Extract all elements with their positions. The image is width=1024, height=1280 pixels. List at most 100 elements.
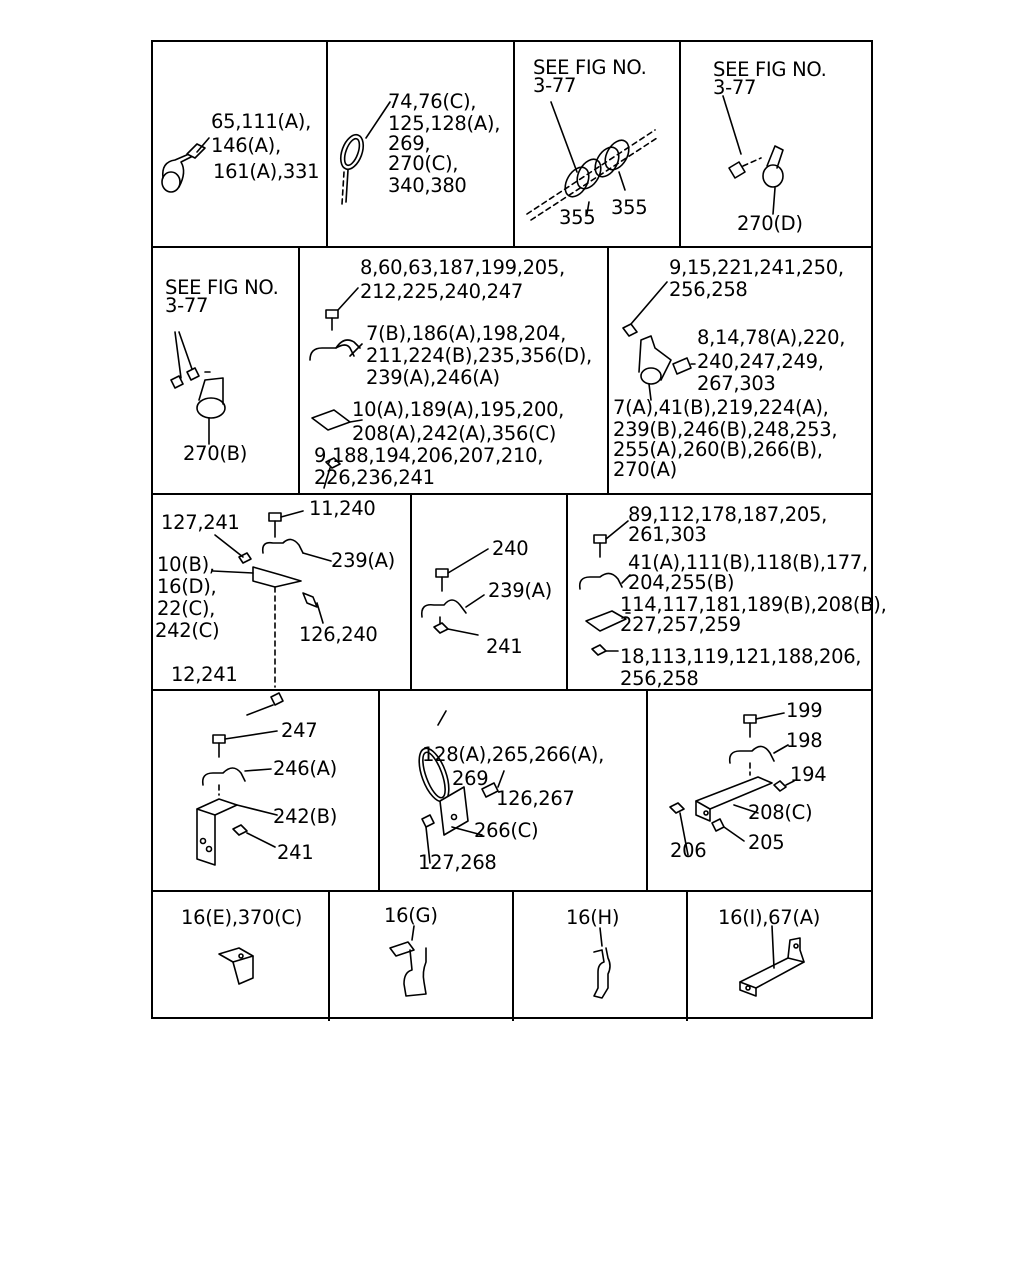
cell-p-clip-set: 9,15,221,241,250, 256,258 8,14,78(A),220… <box>609 248 875 493</box>
plate-part-numbers-2: 208(A),242(A),356(C) <box>352 422 556 445</box>
bolt-part-number: 247 <box>281 719 318 742</box>
bracket-clip-assembly-drawing <box>212 510 332 716</box>
screw-part-numbers: 126,240 <box>299 623 378 646</box>
part-number: 270(B) <box>183 442 248 465</box>
see-fig-line-1: SEE FIG NO. <box>165 276 279 299</box>
cell-saddle-clamp-h: 16(H) <box>514 892 688 1021</box>
double-clip-bracket-drawing <box>669 712 795 856</box>
nut-part-numbers-1: 9,15,221,241,250, <box>669 256 844 279</box>
nut-part-number: 241 <box>486 635 523 658</box>
bolt-part-numbers-1: 8,14,78(A),220, <box>697 326 846 349</box>
cell-clip-set: 8,60,63,187,199,205, 212,225,240,247 7(B… <box>300 248 609 493</box>
bracket-part-number: 208(C) <box>748 801 813 824</box>
band-bracket-drawing <box>418 710 505 864</box>
cell-band-bracket: 128(A),265,266(A), 269 126,267 266(C) 12… <box>380 691 648 890</box>
cell-bracket-clip-assembly: 127,241 11,240 10(B), 16(D), 22(C), 242(… <box>153 495 412 716</box>
p-clip-set-drawing <box>622 281 696 401</box>
part-numbers-line-3: 269, <box>388 132 431 155</box>
part-number: 270(D) <box>737 212 803 235</box>
clip-part-numbers-1: 7(B),186(A),198,204, <box>366 322 567 345</box>
bolt-part-numbers-2: 240,247,249, <box>697 350 824 373</box>
nut-part-numbers-1: 9,188,194,206,207,210, <box>314 444 544 467</box>
row-4: 247 246(A) 242(B) 241 128(A),265,266(A),… <box>153 691 871 892</box>
grommet-clamp-drawing <box>526 101 658 221</box>
nut-part-numbers-1: 18,113,119,121,188,206, <box>620 645 862 668</box>
clip-part-numbers-3: 239(A),246(A) <box>366 366 500 389</box>
nut-part-numbers-2: 256,258 <box>669 278 748 301</box>
bracket-clip-drawing <box>196 730 278 866</box>
clip-part-numbers-4: 270(A) <box>613 458 677 481</box>
part-numbers-line-3: 161(A),331 <box>213 160 320 183</box>
clip-part-numbers: 239(A) <box>488 579 552 602</box>
clip-part-number: 198 <box>786 729 823 752</box>
bolt-part-numbers-1: 8,60,63,187,199,205, <box>360 256 565 279</box>
cell-grommet-clamp: SEE FIG NO. 3-77 355 355 <box>515 42 681 246</box>
cell-double-clip-bracket: 199 198 194 208(C) 205 206 <box>648 691 875 890</box>
nut-part-numbers-2: 226,236,241 <box>314 466 435 489</box>
nut-part-numbers: 127,268 <box>418 851 497 874</box>
bolt-part-numbers: 11,240 <box>309 497 376 520</box>
see-fig-line-1: SEE FIG NO. <box>713 58 827 81</box>
part-numbers-line-2: 125,128(A), <box>388 112 501 135</box>
plate-part-numbers-1: 10(A),189(A),195,200, <box>352 398 565 421</box>
clip-part-numbers-2: 211,224(B),235,356(D), <box>366 344 592 367</box>
cell-angle-bracket: 16(E),370(C) <box>153 892 330 1021</box>
pipe-clamp-drawing <box>161 137 210 193</box>
screw-part-number: 205 <box>748 831 785 854</box>
saddle-clamp-h-drawing <box>593 927 611 999</box>
see-fig-line-1: SEE FIG NO. <box>533 56 647 79</box>
band-part-numbers-1: 128(A),265,266(A), <box>422 743 604 766</box>
clip-part-numbers-2: 239(B),246(B),248,253, <box>613 418 838 441</box>
cell-band-clamp: 74,76(C), 125,128(A), 269, 270(C), 340,3… <box>328 42 515 246</box>
bracket-part-number: 242(B) <box>273 805 338 828</box>
part-number: 16(E),370(C) <box>181 906 302 929</box>
clip-part-number: 246(A) <box>273 757 337 780</box>
lower-nut-part-numbers: 12,241 <box>171 663 238 686</box>
part-number-left: 355 <box>559 206 596 229</box>
angle-bracket-drawing <box>218 947 254 985</box>
see-fig-line-2: 3-77 <box>713 76 757 99</box>
nut-part-number: 241 <box>277 841 314 864</box>
part-number: 16(G) <box>384 904 438 927</box>
cell-saddle-clamp-g: 16(G) <box>330 892 514 1021</box>
nut-part-number: 194 <box>790 763 827 786</box>
cell-bracket-clamp: 65,111(A), 146(A), 161(A),331 <box>153 42 328 246</box>
clip-part-numbers-2: 204,255(B) <box>628 571 735 594</box>
part-number-right: 355 <box>611 196 648 219</box>
cell-long-bracket: 16(I),67(A) <box>688 892 875 1021</box>
band-clamp-drawing <box>339 101 391 205</box>
bolt-part-numbers-2: 212,225,240,247 <box>360 280 523 303</box>
bolt-part-numbers-3: 267,303 <box>697 372 776 395</box>
row-3: 127,241 11,240 10(B), 16(D), 22(C), 242(… <box>153 495 887 716</box>
plate-part-numbers-2: 227,257,259 <box>620 613 741 636</box>
parts-diagram-sheet: 65,111(A), 146(A), 161(A),331 74,76(C), … <box>151 40 887 1021</box>
see-fig-line-2: 3-77 <box>165 294 209 317</box>
single-clip-drawing <box>722 95 784 215</box>
bracket-part-number: 266(C) <box>474 819 539 842</box>
bolt-part-numbers-2: 261,303 <box>628 523 707 546</box>
bracket-part-numbers-2: 16(D), <box>157 575 217 598</box>
cell-p-clip: SEE FIG NO. 3-77 270(B) <box>153 248 300 493</box>
clip-part-numbers: 239(A) <box>331 549 395 572</box>
bolt-part-number: 240 <box>492 537 529 560</box>
nut-part-numbers-2: 256,258 <box>620 667 699 690</box>
bracket-part-numbers-3: 22(C), <box>157 597 216 620</box>
row-2: SEE FIG NO. 3-77 270(B) 8,60,63,187,199,… <box>153 248 871 495</box>
clip-bolt-nut-drawing <box>420 548 489 636</box>
part-numbers-line-4: 270(C), <box>388 152 459 175</box>
bolt-part-number: 199 <box>786 699 823 722</box>
saddle-clamp-g-drawing <box>389 925 427 997</box>
part-numbers-line-1: 65,111(A), <box>211 110 311 133</box>
clip-kit-drawing <box>578 520 631 656</box>
bolt-part-numbers: 126,267 <box>496 787 575 810</box>
clip-part-numbers-1: 7(A),41(B),219,224(A), <box>613 396 829 419</box>
part-number: 16(I),67(A) <box>718 906 821 929</box>
lower-nut-part-number: 206 <box>670 839 707 862</box>
row-1: 65,111(A), 146(A), 161(A),331 74,76(C), … <box>153 42 871 248</box>
part-numbers-line-5: 340,380 <box>388 174 467 197</box>
cell-single-clip: SEE FIG NO. 3-77 270(D) <box>681 42 875 246</box>
part-numbers-line-2: 146(A), <box>211 134 281 157</box>
long-bracket-drawing <box>739 925 805 997</box>
bolt-part-numbers-1: 89,112,178,187,205, <box>628 503 827 526</box>
cell-clip-bolt-nut: 240 239(A) 241 <box>412 495 568 689</box>
